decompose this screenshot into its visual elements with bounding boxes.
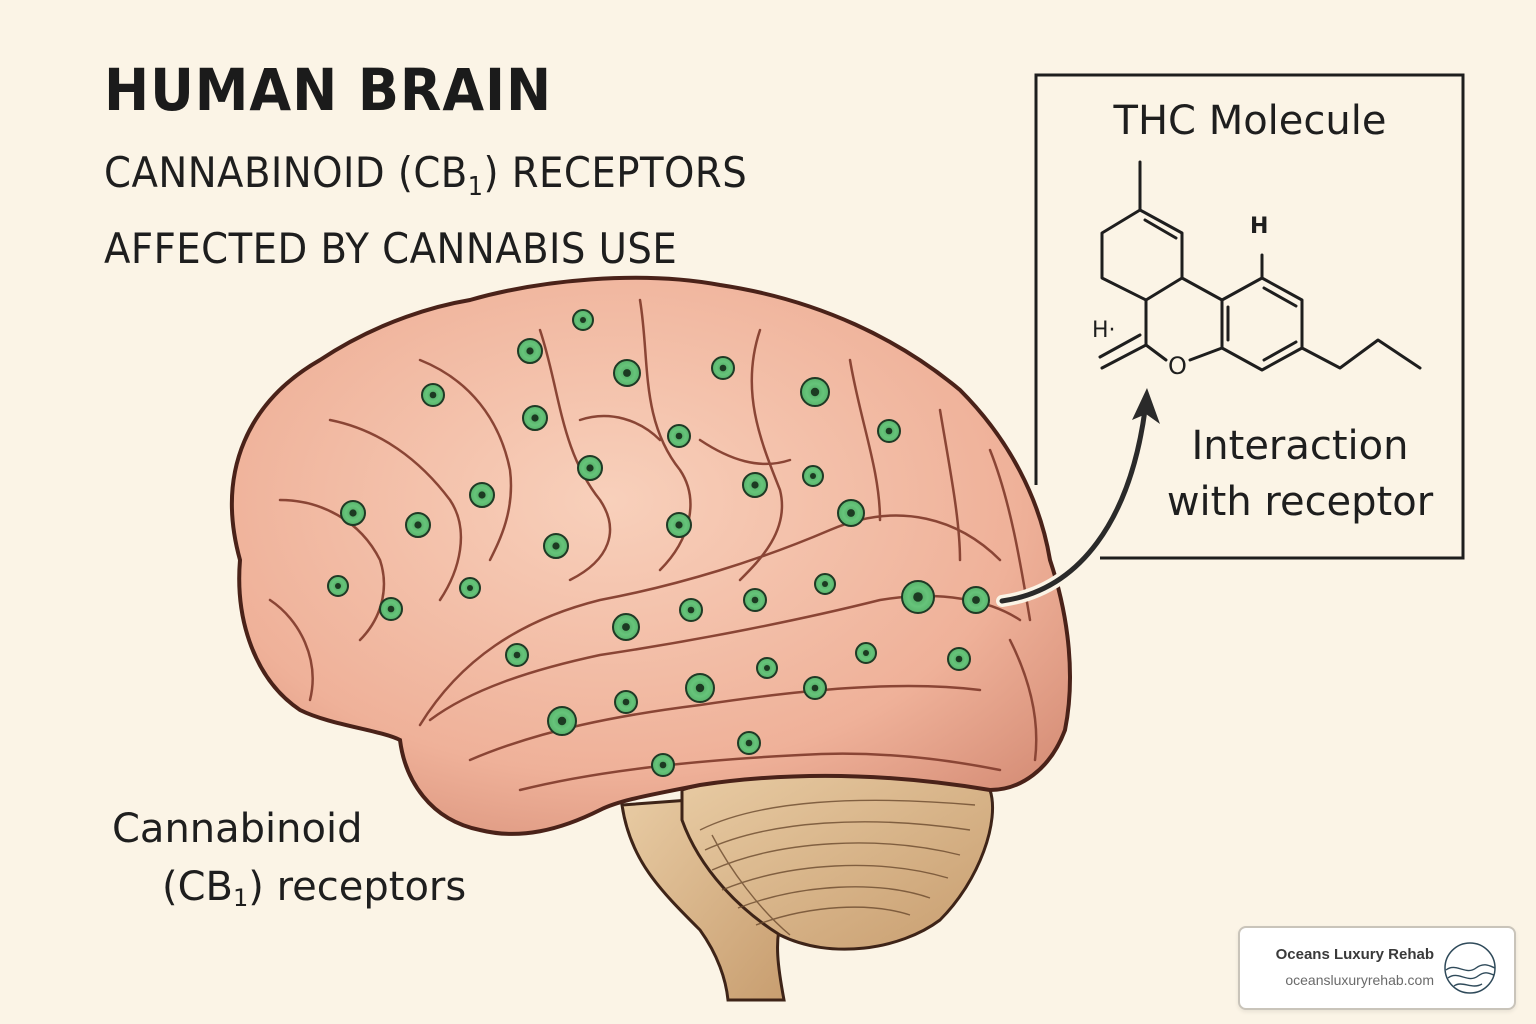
subtitle: CANNABINOID (CB1) RECEPTORS AFFECTED BY …: [104, 142, 747, 280]
receptor-dot: [901, 580, 935, 614]
receptor-dot: [340, 500, 366, 526]
atom-h-left: H·: [1092, 318, 1116, 343]
sulci: [268, 298, 1038, 792]
page-title: HUMAN BRAIN: [104, 56, 553, 124]
receptor-dot: [743, 588, 767, 612]
receptor-dot: [947, 647, 971, 671]
brand-url[interactable]: oceansluxuryrehab.com: [1285, 972, 1434, 988]
receptor-dot: [517, 338, 543, 364]
receptor-dot: [737, 731, 761, 755]
receptor-dot: [837, 499, 865, 527]
receptor-dot: [742, 472, 768, 498]
receptor-dot: [614, 690, 638, 714]
receptor-dot: [327, 575, 349, 597]
receptor-dot: [612, 613, 640, 641]
atom-oxygen: O: [1168, 352, 1187, 380]
receptor-dot: [459, 577, 481, 599]
receptor-dot: [877, 419, 901, 443]
atom-h-top: H: [1250, 214, 1269, 239]
subtitle-line-1: CANNABINOID (CB1) RECEPTORS: [104, 148, 748, 202]
thc-molecule-structure: [1098, 160, 1422, 372]
receptor-dot: [505, 643, 529, 667]
receptor-dot: [802, 465, 824, 487]
receptor-dot: [679, 598, 703, 622]
cerebellum-folia: [699, 799, 976, 936]
receptor-dot: [803, 676, 827, 700]
inset-caption: Interaction with receptor: [1166, 423, 1434, 525]
receptor-dot: [577, 455, 603, 481]
receptor-dot: [379, 597, 403, 621]
receptor-dot: [405, 512, 431, 538]
wave-logo-icon: [1444, 942, 1496, 994]
receptor-dot: [756, 657, 778, 679]
interaction-arrow: [996, 388, 1160, 607]
receptor-dot: [421, 383, 445, 407]
receptor-dot: [522, 405, 548, 431]
receptor-dot: [572, 309, 594, 331]
receptor-dot: [800, 377, 830, 407]
receptor-dot: [685, 673, 715, 703]
receptor-dot: [711, 356, 735, 380]
receptor-dot: [651, 753, 675, 777]
brand-badge[interactable]: Oceans Luxury Rehab oceansluxuryrehab.co…: [1238, 926, 1516, 1010]
receptor-dot: [469, 482, 495, 508]
cerebrum: [230, 275, 1072, 836]
receptor-label: Cannabinoid (CB1) receptors: [112, 806, 467, 912]
receptor-dot: [855, 642, 877, 664]
inset-box: [1034, 73, 1465, 560]
receptor-dots: [327, 309, 990, 777]
receptor-dot: [543, 533, 569, 559]
receptor-dot: [667, 424, 691, 448]
receptor-dot: [814, 573, 836, 595]
inset-title: THC Molecule: [1113, 98, 1387, 144]
receptor-dot: [666, 512, 692, 538]
receptor-dot: [613, 359, 641, 387]
subtitle-line-2: AFFECTED BY CANNABIS USE: [104, 224, 678, 273]
receptor-dot: [962, 586, 990, 614]
receptor-dot: [547, 706, 577, 736]
brand-name: Oceans Luxury Rehab: [1275, 946, 1434, 963]
